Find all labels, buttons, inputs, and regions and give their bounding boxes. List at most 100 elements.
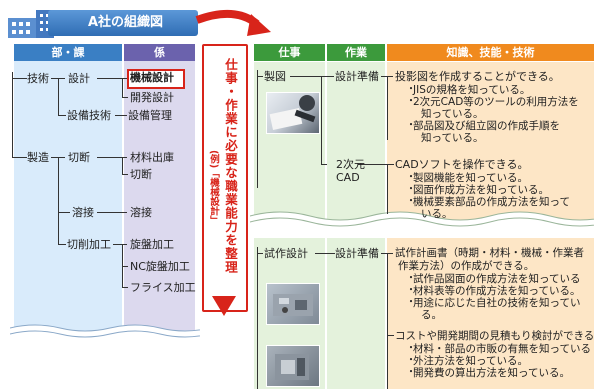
unit-kikai-sekkei: 機械設計 (130, 71, 174, 84)
bu-ka-column (14, 44, 122, 334)
kakari-column (124, 44, 195, 334)
tree-line (58, 78, 59, 116)
task-2d-cad-line2: CAD (336, 171, 360, 184)
skill-bullet: 製図機能を知っている。 (413, 172, 528, 184)
unit-nc-senban-kako: NC旋盤加工 (130, 260, 190, 273)
sagyo-header: 作業 (327, 44, 385, 61)
sagyo-col-2 (327, 238, 385, 389)
tree-line (97, 212, 127, 213)
tree-line (122, 157, 123, 175)
task-sekkei-junbi-2: 設計準備 (335, 247, 379, 260)
skill-bullet: 材料表等の作成方法を知っている。 (413, 285, 581, 297)
skill-bullet: 知っている。 (421, 132, 484, 144)
tree-line (387, 335, 394, 336)
tree-line (122, 78, 123, 98)
dept-gijutsu: 技術 (27, 72, 49, 85)
bullet-dots: ・・・ (406, 172, 416, 207)
wave-divider (250, 211, 594, 234)
tree-line (321, 76, 322, 165)
tree-line (12, 78, 27, 79)
tree-line (257, 247, 258, 389)
tree-line (58, 212, 70, 213)
skill-bullet: 開発費の算出方法を知っている。 (413, 367, 570, 379)
unit-setsubi-kanri: 設備管理 (128, 109, 172, 122)
bullet-dots: ・・・ (406, 343, 416, 378)
skill-bullet: 機械要素部品の作成方法を知って (413, 196, 570, 208)
unit-furaisu-kako: フライス加工 (130, 281, 196, 294)
tree-line (12, 157, 27, 158)
tree-line (290, 76, 334, 77)
wave-divider (10, 324, 200, 342)
drafting-photo (266, 92, 320, 134)
banner-main-text: 仕事・作業に必要な職業能力を整理 (223, 58, 238, 274)
bullet-dots: ・・・ (406, 84, 416, 131)
skill-main-3-line2: 作業方法）の作成ができる。 (398, 260, 535, 272)
tree-line (257, 253, 263, 254)
shigoto-col-1 (254, 62, 325, 222)
tree-line (122, 266, 128, 267)
org-title: A社の組織図 (88, 15, 164, 30)
skill-main-4: コストや開発期間の見積もり検討ができる (395, 330, 594, 342)
skill-main-2: CADソフトを操作できる。 (395, 158, 529, 171)
tree-line (58, 244, 66, 245)
section-sekkei: 設計 (68, 72, 90, 85)
banner-arrow-icon (212, 296, 236, 316)
task-2d-cad: 2次元 (336, 158, 365, 171)
skill-bullet: 用途に応じた自社の技術を知ってい (413, 297, 581, 309)
chishiki-header: 知識、技能・技術 (387, 44, 594, 61)
skill-bullet: 材料・部品の市販の有無を知っている (413, 343, 591, 355)
task-sekkei-junbi-1: 設計準備 (335, 70, 379, 83)
unit-senban-kako: 旋盤加工 (130, 238, 174, 251)
skill-bullet: JISの規格を知っている。 (413, 84, 531, 96)
section-yosetsu: 溶接 (72, 206, 94, 219)
tree-line (387, 253, 388, 389)
arrow-icon (195, 9, 271, 36)
tree-line (113, 244, 127, 245)
dept-seizo: 製造 (27, 151, 49, 164)
bu-ka-header: 部・課 (14, 44, 122, 61)
skill-bullet: 外注方法を知っている。 (413, 355, 528, 367)
tree-line (358, 164, 394, 165)
unit-yosetsu: 溶接 (130, 206, 152, 219)
shigoto-header: 仕事 (254, 44, 325, 61)
job-shisaku-sekkei: 試作設計 (264, 247, 308, 260)
tree-line (315, 253, 335, 254)
skill-main-3: 試作計画書（時期・材料・機械・作業者 (395, 247, 584, 259)
tree-line (122, 244, 123, 287)
skill-bullet: 部品図及び組立図の作成手順を (413, 120, 560, 132)
unit-setsudan: 切断 (130, 168, 152, 181)
chishiki-col-2 (387, 238, 594, 389)
section-sessaku-kako: 切削加工 (67, 238, 111, 251)
tree-line (387, 76, 388, 140)
section-setsudan: 切断 (68, 151, 90, 164)
org-title-banner (48, 10, 198, 36)
tree-line (97, 78, 127, 79)
unit-kaihatsu-sekkei: 開発設計 (130, 91, 174, 104)
tree-line (58, 157, 59, 245)
tree-line (321, 164, 327, 165)
banner-example-text: (例)「機械設計」 (208, 150, 219, 226)
chishiki-col-1 (387, 62, 594, 222)
section-setsubi-gijutsu: 設備技術 (67, 109, 111, 122)
tree-line (387, 164, 388, 214)
skill-bullet: 2次元CAD等のツールの利用方法を (413, 96, 579, 108)
tree-line (122, 174, 128, 175)
skill-bullet: 図面作成方法を知っている。 (413, 184, 549, 196)
skill-bullet: 知っている。 (421, 108, 484, 120)
prototype-photo-2 (266, 345, 320, 387)
sagyo-col-1 (327, 62, 385, 222)
highlight-box (127, 69, 185, 89)
skill-bullet: 試作品図面の作成方法を知っている (413, 273, 581, 285)
prototype-photo-1 (266, 283, 320, 325)
tree-line (257, 76, 263, 77)
job-seizu: 製図 (264, 70, 286, 83)
skill-bullet: る。 (421, 309, 442, 321)
tree-line (122, 97, 128, 98)
tree-line (58, 115, 66, 116)
tree-line (257, 70, 258, 188)
tree-line (12, 72, 13, 158)
tree-line (97, 157, 127, 158)
unit-zairyo-shukko: 材料出庫 (130, 151, 174, 164)
banner-box (202, 44, 248, 312)
kakari-header: 係 (124, 44, 195, 61)
